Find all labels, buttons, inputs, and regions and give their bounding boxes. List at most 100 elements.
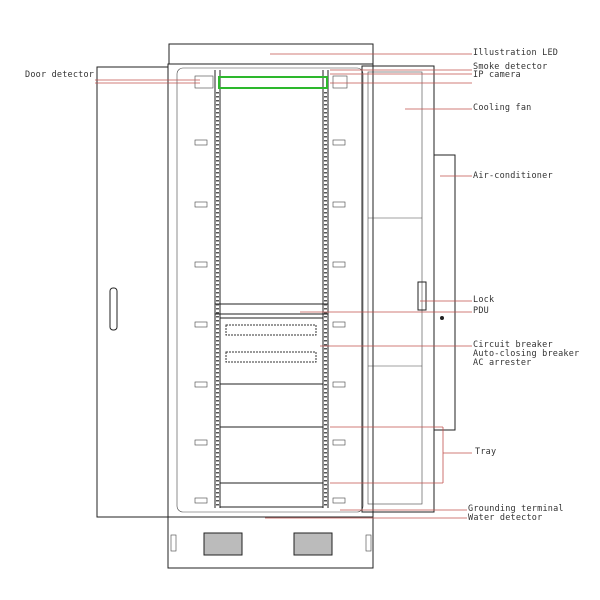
left-door (96, 66, 169, 518)
rail-hole (216, 204, 219, 206)
rail-hole (324, 180, 327, 182)
rail-hole (324, 204, 327, 206)
rail-hole (216, 112, 219, 114)
rail-hole (216, 100, 219, 102)
rail-hole (324, 328, 327, 330)
rail-hole (216, 396, 219, 398)
rail-hole (216, 392, 219, 394)
rail-hole (324, 360, 327, 362)
rail-hole (216, 380, 219, 382)
rail-hole (216, 164, 219, 166)
rail-hole (216, 248, 219, 250)
rail-hole (216, 128, 219, 130)
rail-hole (324, 480, 327, 482)
rail-hole (216, 132, 219, 134)
rail-hole (324, 348, 327, 350)
rail-hole (216, 192, 219, 194)
rail-hole (216, 264, 219, 266)
vent-right (293, 532, 333, 556)
rail-hole (324, 236, 327, 238)
rail-hole (324, 412, 327, 414)
rail-hole (216, 104, 219, 106)
rail-hole (216, 244, 219, 246)
rail-hole (324, 428, 327, 430)
rail-holes (194, 92, 346, 506)
rail-hole (324, 312, 327, 314)
rail-hole (324, 372, 327, 374)
rail-hole (216, 316, 219, 318)
rail-hole (216, 400, 219, 402)
rail-hole (324, 136, 327, 138)
mounting-bracket (332, 497, 346, 504)
rail-hole (324, 260, 327, 262)
rail-hole (324, 232, 327, 234)
rail-hole (324, 140, 327, 142)
base-slot-left (170, 534, 177, 552)
lock-device (417, 281, 427, 311)
rail-hole (324, 252, 327, 254)
mounting-bracket (332, 261, 346, 268)
mounting-bracket (194, 439, 208, 446)
rail-hole (324, 352, 327, 354)
rail-hole (324, 216, 327, 218)
rail-hole (324, 304, 327, 306)
rail-hole (216, 120, 219, 122)
rail-hole (216, 124, 219, 126)
air-conditioner-unit (433, 154, 456, 431)
rail-hole (216, 364, 219, 366)
rail-hole (324, 320, 327, 322)
rail-hole (216, 232, 219, 234)
rail-hole (216, 160, 219, 162)
cabinet-body (167, 63, 374, 518)
rail-hole (324, 420, 327, 422)
rail-hole (216, 420, 219, 422)
rail-hole (216, 304, 219, 306)
rail-hole (324, 188, 327, 190)
label-smoke-detector: Smoke detector (473, 62, 548, 72)
rail-hole (324, 308, 327, 310)
rail-hole (324, 228, 327, 230)
rail-hole (216, 492, 219, 494)
rail-hole (216, 276, 219, 278)
lock-keyhole (440, 316, 444, 320)
rail-hole (324, 368, 327, 370)
rail-hole (324, 220, 327, 222)
rail-hole (324, 324, 327, 326)
rail-hole (216, 372, 219, 374)
rail-hole (216, 324, 219, 326)
rail-hole (216, 288, 219, 290)
rail-hole (324, 224, 327, 226)
mounting-bracket (332, 321, 346, 328)
rail-hole (324, 444, 327, 446)
rail-hole (324, 160, 327, 162)
label-door-detector: Door detector (25, 70, 95, 80)
rail-hole (324, 196, 327, 198)
rail-hole (216, 140, 219, 142)
rail-hole (216, 356, 219, 358)
rail-hole (216, 480, 219, 482)
rail-hole (324, 152, 327, 154)
label-ac-arrester: AC arrester (473, 358, 532, 368)
rail-hole (216, 456, 219, 458)
rail-hole (216, 296, 219, 298)
rail-hole (216, 328, 219, 330)
rail-hole (216, 320, 219, 322)
rail-hole (324, 364, 327, 366)
rail-hole (216, 448, 219, 450)
rail-hole (216, 432, 219, 434)
rail-hole (216, 300, 219, 302)
rail-hole (216, 152, 219, 154)
mounting-bracket (194, 201, 208, 208)
rail-hole (216, 384, 219, 386)
rail-hole (324, 144, 327, 146)
mounting-bracket (194, 497, 208, 504)
rail-hole (324, 332, 327, 334)
rail-hole (324, 112, 327, 114)
inner-frame (176, 67, 364, 513)
rail-hole (324, 264, 327, 266)
rail-hole (216, 168, 219, 170)
rail-hole (216, 368, 219, 370)
rail-hole (216, 460, 219, 462)
rail-hole (324, 272, 327, 274)
rail-hole (216, 424, 219, 426)
